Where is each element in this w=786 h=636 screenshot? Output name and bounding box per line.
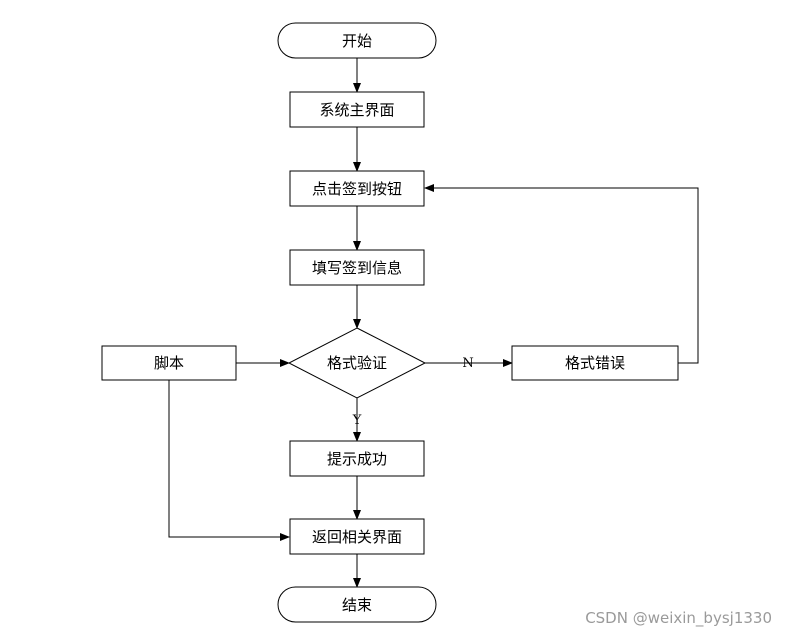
script-label: 脚本 bbox=[154, 354, 184, 372]
edge-error-loop bbox=[424, 184, 699, 364]
success-box: 提示成功 bbox=[289, 440, 425, 477]
return-page-label: 返回相关界面 bbox=[312, 528, 402, 546]
success-label: 提示成功 bbox=[327, 450, 387, 468]
edge-label-no: N bbox=[462, 356, 473, 371]
validate-label: 格式验证 bbox=[327, 354, 387, 372]
start-terminal: 开始 bbox=[277, 22, 437, 59]
return-page-box: 返回相关界面 bbox=[289, 518, 425, 555]
click-signin-label: 点击签到按钮 bbox=[312, 180, 402, 198]
edge-script-return bbox=[168, 380, 290, 541]
click-signin-box: 点击签到按钮 bbox=[289, 170, 425, 207]
start-label: 开始 bbox=[342, 32, 372, 50]
main-ui-label: 系统主界面 bbox=[319, 101, 394, 119]
main-ui-box: 系统主界面 bbox=[289, 91, 425, 128]
fill-info-label: 填写签到信息 bbox=[312, 259, 402, 277]
watermark: CSDN @weixin_bysj1330 bbox=[585, 609, 772, 627]
end-terminal: 结束 bbox=[277, 586, 437, 623]
fill-info-box: 填写签到信息 bbox=[289, 249, 425, 286]
edge-label-yes: Y bbox=[352, 413, 362, 428]
script-box: 脚本 bbox=[101, 345, 237, 381]
format-error-label: 格式错误 bbox=[565, 354, 625, 372]
end-label: 结束 bbox=[342, 596, 372, 614]
format-error-box: 格式错误 bbox=[511, 345, 679, 381]
validate-decision: 格式验证 bbox=[287, 327, 427, 399]
